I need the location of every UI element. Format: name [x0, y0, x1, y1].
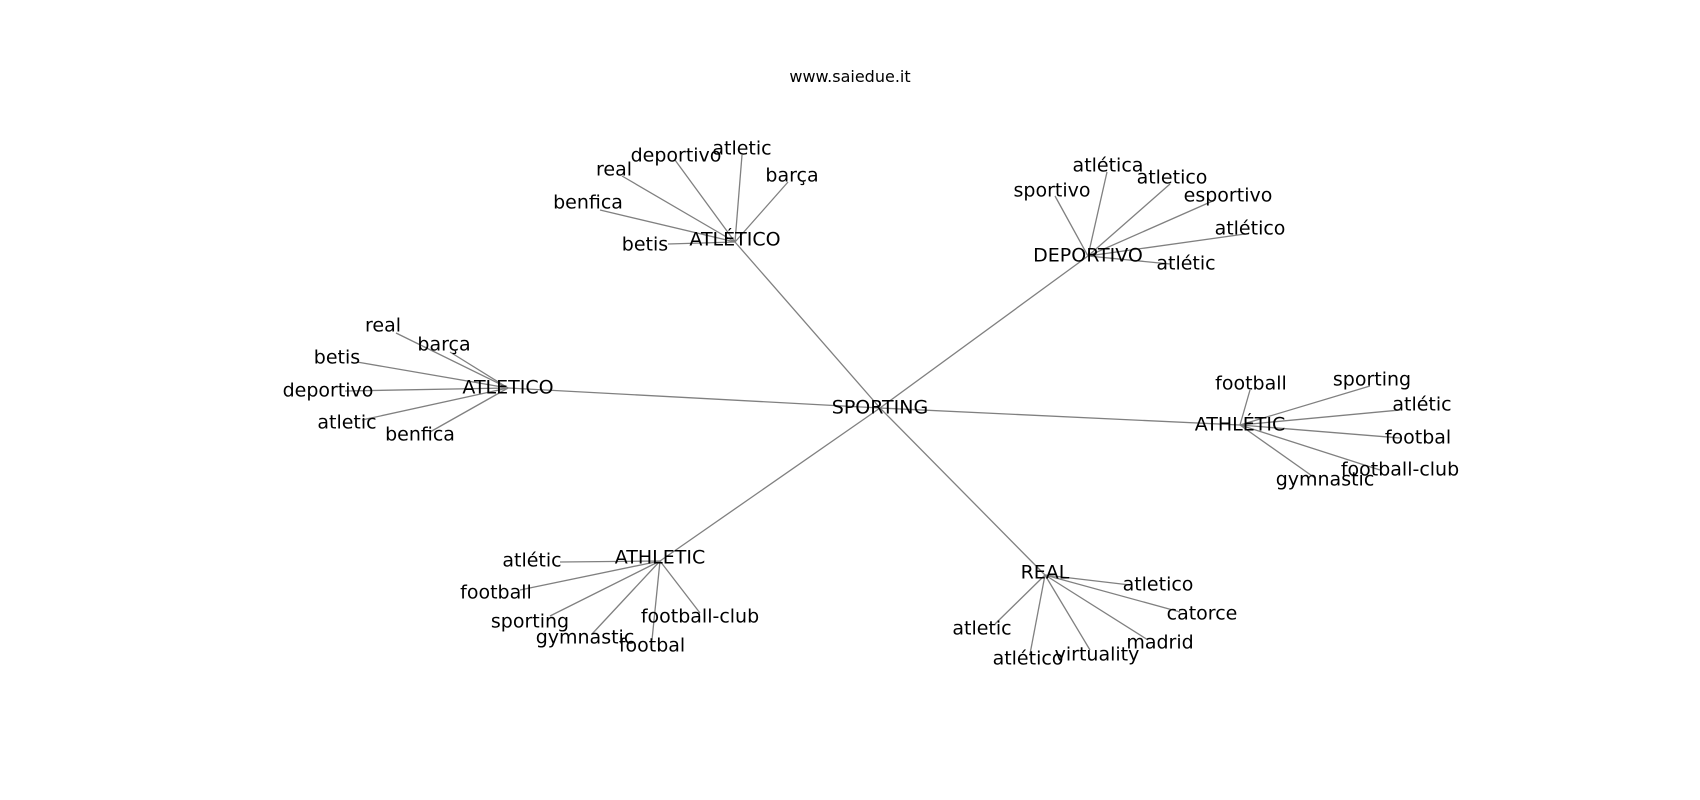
hub-leaf-edge	[667, 241, 736, 245]
leaf-node-label: footbal	[1385, 427, 1451, 449]
edges-layer	[344, 154, 1401, 655]
hub-leaf-edge	[1044, 574, 1149, 641]
hub-leaf-edge	[591, 560, 661, 635]
root-hub-edge	[879, 255, 1089, 409]
leaf-node-label: esportivo	[1184, 185, 1273, 207]
hub-node-label: DEPORTIVO	[1033, 245, 1143, 267]
hub-leaf-edge	[1029, 574, 1046, 655]
leaf-node-label: madrid	[1126, 632, 1193, 654]
hub-leaf-edge	[361, 387, 509, 421]
leaf-node-label: atlético	[1215, 218, 1286, 240]
hub-leaf-edge	[356, 361, 509, 389]
hub-leaf-edge	[674, 159, 736, 243]
leaf-node-label: atlética	[1073, 155, 1144, 177]
hub-leaf-edge	[429, 387, 509, 433]
leaf-node-label: betis	[314, 347, 360, 369]
root-hub-edge	[507, 387, 881, 409]
leaf-node-label: football	[1215, 373, 1287, 395]
labels-layer: SPORTINGATLÉTICObetisbenficarealdeportiv…	[283, 138, 1460, 670]
leaf-node-label: atletic	[317, 412, 376, 434]
leaf-node-label: deportivo	[283, 380, 374, 402]
leaf-node-label: gymnastic	[536, 627, 635, 649]
root-hub-edge	[734, 241, 881, 409]
hub-leaf-edge	[395, 332, 509, 389]
hub-leaf-edge	[1044, 574, 1181, 613]
leaf-node-label: atletic	[712, 138, 771, 160]
root-node-label: SPORTING	[832, 397, 928, 419]
hub-leaf-edge	[344, 387, 509, 392]
hub-leaf-edge	[659, 560, 701, 614]
hub-leaf-edge	[1044, 574, 1091, 651]
root-hub-edge	[659, 407, 881, 562]
leaf-node-label: betis	[622, 234, 668, 256]
hub-leaf-edge	[1087, 183, 1171, 257]
hub-leaf-edge	[1239, 385, 1371, 426]
hub-leaf-edge	[1087, 171, 1108, 257]
root-hub-edge	[879, 407, 1241, 426]
hub-leaf-edge	[1087, 199, 1216, 257]
leaf-node-label: virtuality	[1055, 644, 1140, 666]
leaf-node-label: barça	[417, 334, 470, 356]
leaf-node-label: footbal	[619, 635, 685, 657]
hub-leaf-edge	[651, 560, 661, 641]
leaf-node-label: gymnastic	[1276, 469, 1375, 491]
leaf-node-label: sportivo	[1014, 180, 1091, 202]
hub-leaf-edge	[1239, 424, 1381, 471]
hub-leaf-edge	[449, 351, 509, 389]
leaf-node-label: football-club	[1341, 459, 1459, 481]
leaf-node-label: atletic	[952, 618, 1011, 640]
leaf-node-label: sporting	[491, 611, 569, 633]
hub-node-label: REAL	[1021, 562, 1070, 584]
hub-leaf-edge	[1044, 574, 1131, 586]
hub-leaf-edge	[1054, 195, 1089, 257]
leaf-node-label: real	[365, 315, 401, 337]
leaf-node-label: football-club	[641, 606, 759, 628]
hub-node-label: ATLETICO	[462, 377, 553, 399]
diagram-title: www.saiedue.it	[789, 67, 910, 86]
hub-node-label: ATHLÉTIC	[1195, 413, 1285, 436]
leaf-node-label: barça	[765, 165, 818, 187]
leaf-node-label: benfica	[385, 424, 455, 446]
leaf-node-label: atletico	[1137, 167, 1208, 189]
hub-leaf-edge	[1239, 409, 1401, 426]
hub-leaf-edge	[621, 175, 736, 243]
leaf-node-label: real	[596, 159, 632, 181]
hub-leaf-edge	[1239, 424, 1316, 479]
hub-leaf-edge	[559, 560, 661, 563]
hub-node-label: ATHLETIC	[615, 547, 705, 569]
hub-leaf-edge	[1087, 233, 1246, 257]
hub-leaf-edge	[599, 209, 736, 243]
hub-leaf-edge	[1239, 389, 1251, 426]
leaf-node-label: deportivo	[631, 145, 722, 167]
hub-leaf-edge	[994, 574, 1046, 625]
leaf-node-label: catorce	[1167, 603, 1238, 625]
hub-leaf-edge	[734, 154, 743, 243]
hub-node-label: ATLÉTICO	[689, 228, 780, 251]
leaf-node-label: football	[460, 582, 532, 604]
leaf-node-label: atletico	[1123, 574, 1194, 596]
leaf-node-label: atlétic	[502, 550, 561, 572]
leaf-node-label: benfica	[553, 192, 623, 214]
hub-leaf-edge	[1239, 424, 1401, 439]
hub-leaf-edge	[734, 181, 789, 243]
leaf-node-label: atlétic	[1392, 394, 1451, 416]
leaf-node-label: atlétic	[1156, 253, 1215, 275]
leaf-node-label: sporting	[1333, 369, 1411, 391]
hub-leaf-edge	[519, 560, 661, 591]
root-hub-edge	[879, 407, 1046, 576]
hub-leaf-edge	[1087, 255, 1171, 265]
hub-leaf-edge	[549, 560, 661, 617]
leaf-node-label: atlético	[993, 648, 1064, 670]
